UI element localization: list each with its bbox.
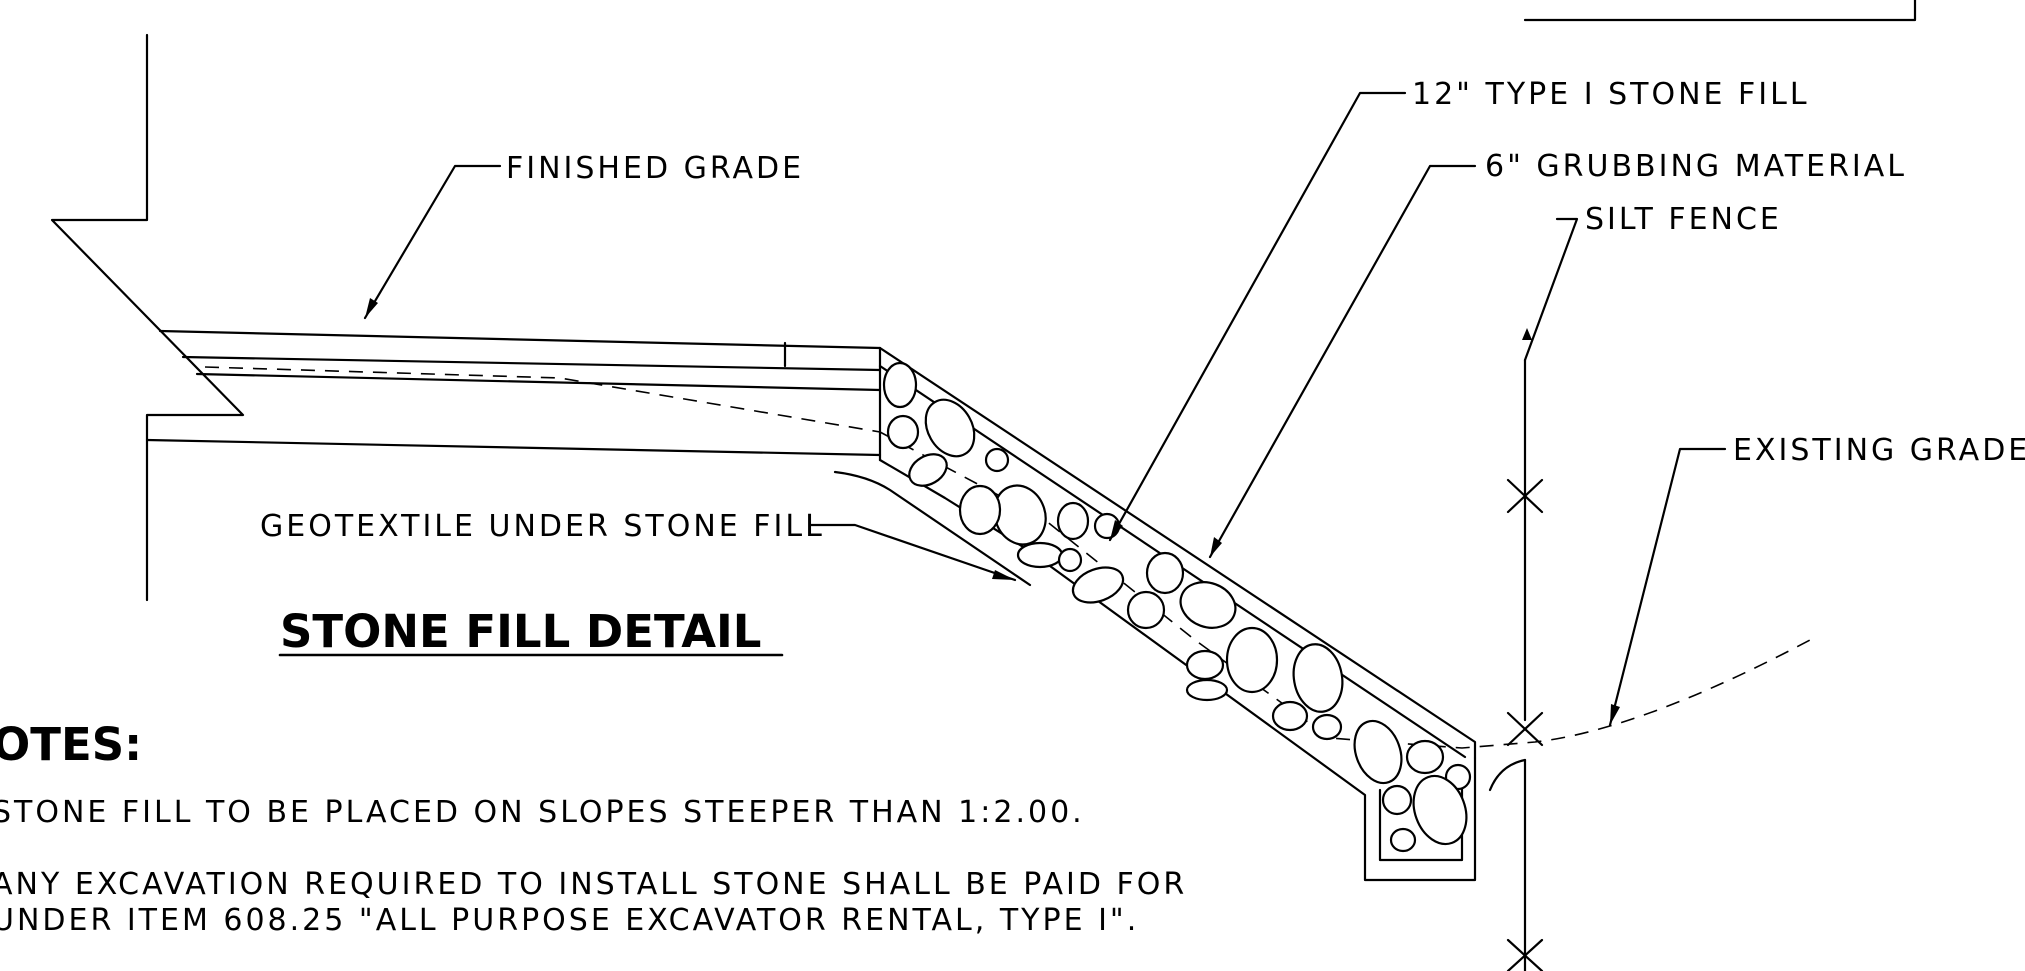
note-2-line-2: UNDER ITEM 608.25 "ALL PURPOSE EXCAVATOR… <box>0 903 1139 938</box>
title-block-corner <box>1523 0 1917 22</box>
label-geotextile: GEOTEXTILE UNDER STONE FILL <box>260 509 825 544</box>
existing-grade-dashed-slope <box>879 431 1811 749</box>
detail-title: STONE FILL DETAIL <box>280 605 761 658</box>
silt-fence-x-marks <box>1506 478 1544 971</box>
stone-fill-rocks <box>882 361 1472 853</box>
leader-lines <box>363 91 1727 727</box>
label-finished-grade: FINISHED GRADE <box>506 151 804 186</box>
note-1: STONE FILL TO BE PLACED ON SLOPES STEEPE… <box>0 795 1085 830</box>
note-2-line-1: ANY EXCAVATION REQUIRED TO INSTALL STONE… <box>0 867 1187 902</box>
break-line <box>50 33 245 602</box>
silt-fence <box>1488 358 1544 971</box>
label-existing-grade: EXISTING GRADE <box>1733 433 2025 468</box>
notes-heading: OTES: <box>0 718 142 771</box>
label-silt-fence: SILT FENCE <box>1585 202 1782 237</box>
stone-fill-outline <box>833 346 1477 882</box>
label-grubbing-material: 6" GRUBBING MATERIAL <box>1485 149 1907 184</box>
pavement-layers <box>145 329 882 462</box>
label-stone-fill: 12" TYPE I STONE FILL <box>1412 77 1810 112</box>
